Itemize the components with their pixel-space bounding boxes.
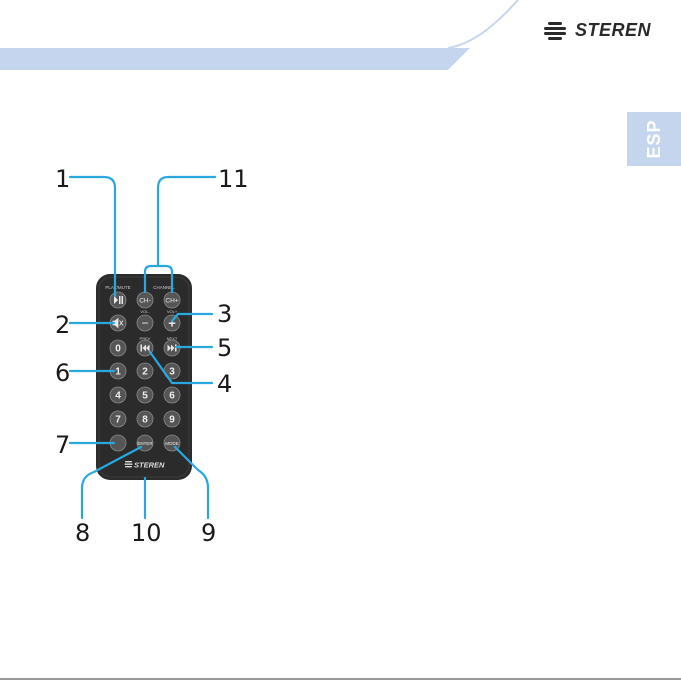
label-play-mute: PLAY/MUTE — [105, 285, 130, 290]
callout-10: 10 — [131, 519, 162, 547]
vol-minus-label: − — [141, 316, 148, 330]
enter-label: ENTER — [137, 441, 153, 446]
remote-logo-icon — [125, 461, 133, 467]
brand-name: STEREN — [575, 20, 651, 41]
ch-minus-label: CH- — [139, 298, 151, 305]
callout-3: 3 — [217, 300, 232, 328]
mode-label: MODE — [165, 441, 179, 446]
callout-8: 8 — [75, 519, 90, 547]
callout-7: 7 — [55, 431, 70, 459]
brand-logo: STEREN — [543, 20, 651, 41]
callout-11: 11 — [218, 165, 249, 193]
vol-minus-button[interactable]: − — [137, 315, 153, 331]
language-tab-label: ESP — [627, 112, 681, 166]
num-5-label: 5 — [142, 391, 148, 402]
ch-plus-label: CH+ — [165, 298, 178, 305]
callout-4: 4 — [217, 370, 232, 398]
callout-5: 5 — [217, 334, 232, 362]
ch-plus-button[interactable]: CH+ — [164, 292, 180, 308]
remote-logo-text: STEREN — [134, 461, 165, 470]
num-7-label: 7 — [115, 415, 121, 426]
play-pause-button[interactable] — [110, 292, 126, 308]
num-9-button[interactable]: 9 — [164, 411, 180, 427]
callout-1: 1 — [55, 165, 70, 193]
num-7-button[interactable]: 7 — [110, 411, 126, 427]
num-6-button[interactable]: 6 — [164, 387, 180, 403]
num-0-button[interactable]: 0 — [110, 340, 126, 356]
steren-logo-icon — [543, 21, 569, 41]
num-8-button[interactable]: 8 — [137, 411, 153, 427]
callout-6: 6 — [55, 359, 70, 387]
label-vol-minus: VOL- — [140, 309, 150, 314]
num-2-label: 2 — [142, 367, 148, 378]
num-6-label: 6 — [169, 391, 175, 402]
callout-9: 9 — [201, 519, 216, 547]
num-8-label: 8 — [142, 415, 148, 426]
label-vol-plus: VOL+ — [167, 309, 178, 314]
num-4-button[interactable]: 4 — [110, 387, 126, 403]
vol-plus-button[interactable]: + — [164, 315, 180, 331]
callout-2: 2 — [55, 311, 70, 339]
num-0-label: 0 — [115, 344, 121, 355]
num-9-label: 9 — [169, 415, 175, 426]
num-3-label: 3 — [169, 367, 175, 378]
language-tab[interactable]: ESP — [627, 112, 681, 166]
ch-minus-button[interactable]: CH- — [137, 292, 153, 308]
num-5-button[interactable]: 5 — [137, 387, 153, 403]
num-2-button[interactable]: 2 — [137, 363, 153, 379]
num-4-label: 4 — [115, 391, 121, 402]
num-1-label: 1 — [115, 367, 121, 378]
